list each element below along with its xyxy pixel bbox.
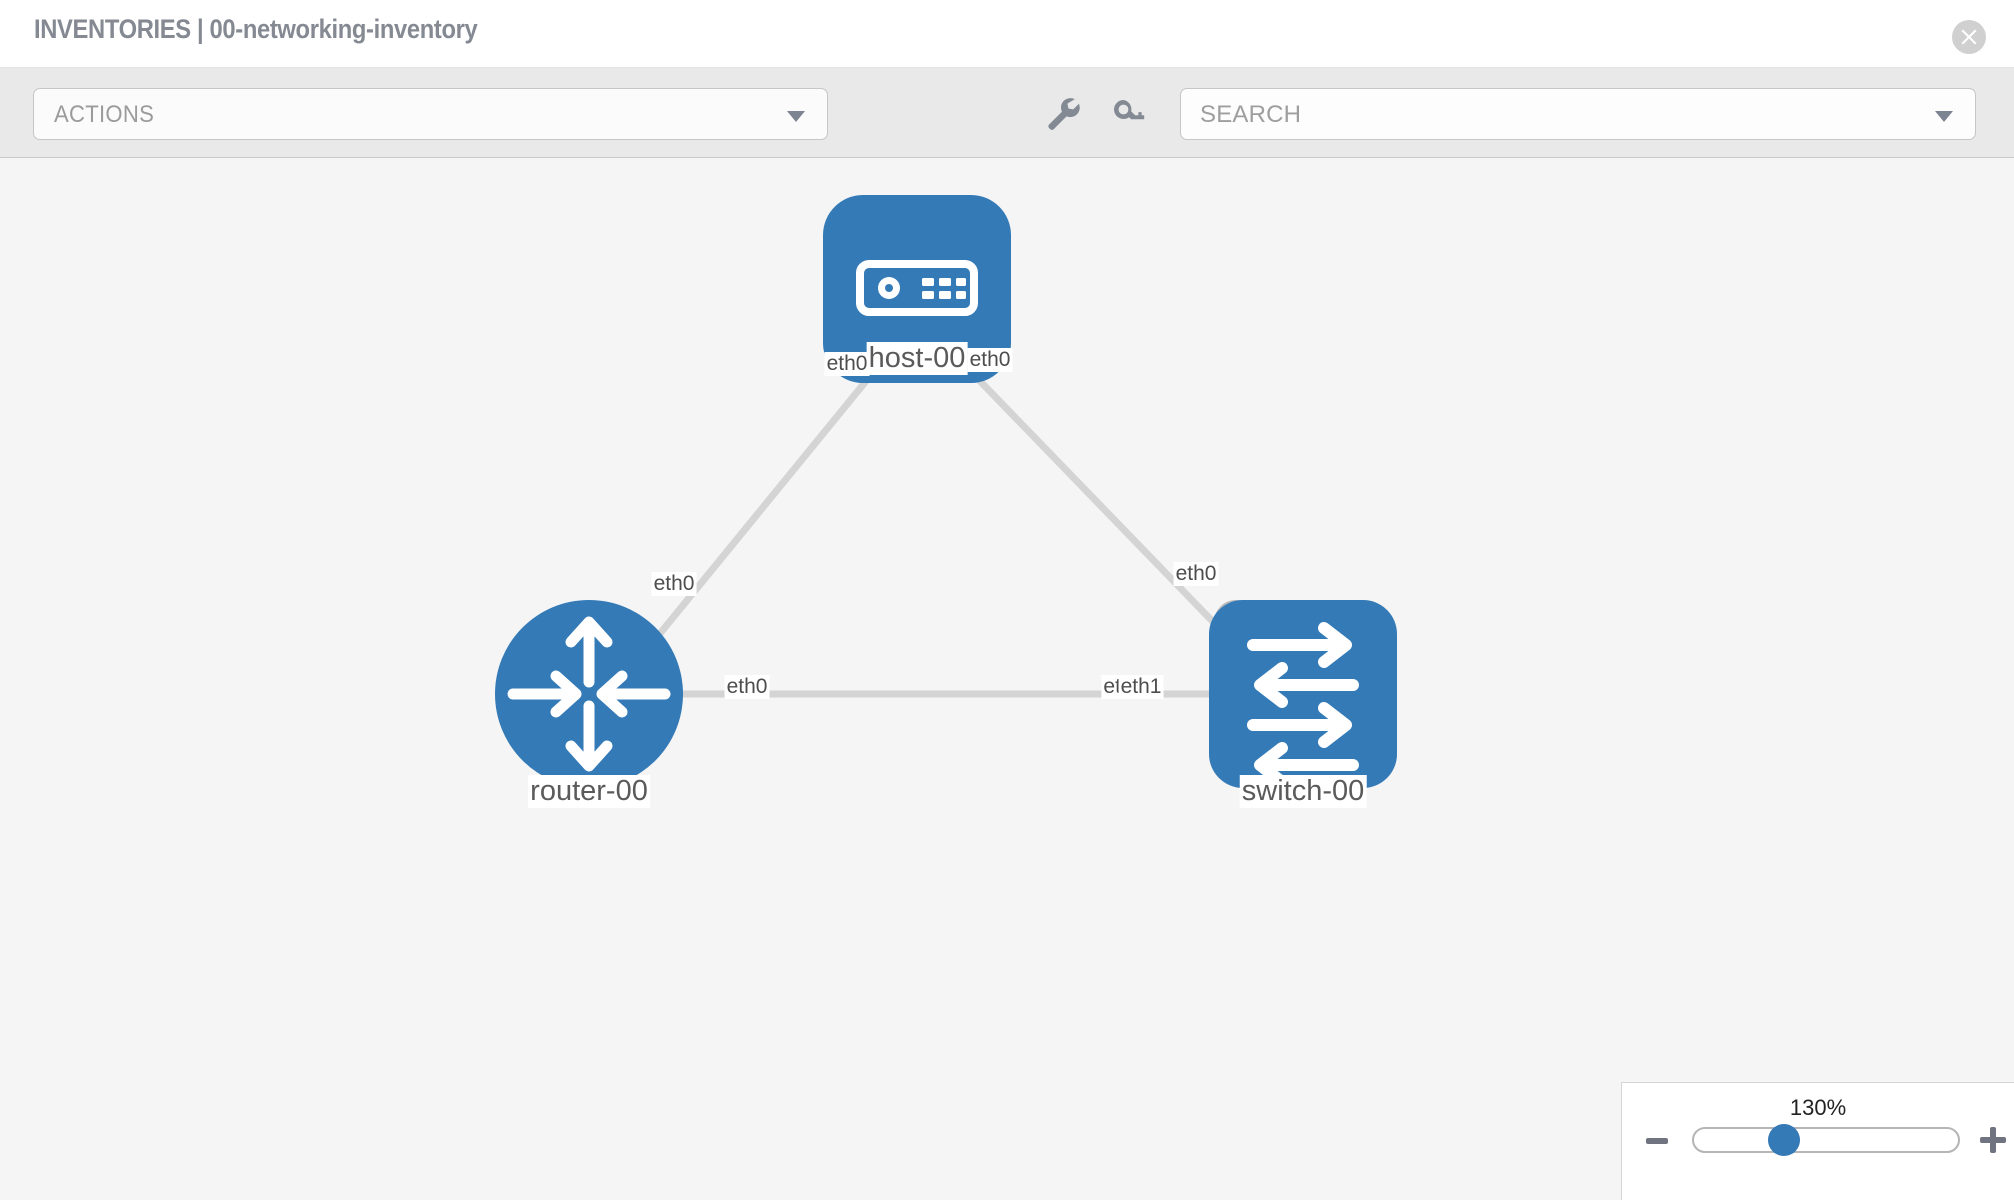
actions-dropdown-label: ACTIONS	[54, 101, 155, 128]
toolbar: ACTIONS SEARCH	[0, 68, 2014, 158]
topology-node-router-00[interactable]	[495, 600, 683, 788]
interface-label: eth0	[824, 352, 870, 376]
zoom-slider[interactable]	[1692, 1127, 1960, 1153]
node-label-switch-00: switch-00	[1239, 775, 1367, 808]
wrench-icon[interactable]	[1044, 96, 1084, 134]
search-placeholder: SEARCH	[1200, 101, 1302, 128]
actions-dropdown[interactable]: ACTIONS	[33, 88, 828, 140]
node-label-router-00: router-00	[528, 775, 650, 808]
interface-label: eth0	[1173, 562, 1219, 586]
interface-label: eth0	[724, 675, 770, 699]
zoom-slider-thumb[interactable]	[1768, 1124, 1800, 1156]
chevron-down-icon	[1935, 111, 1953, 122]
zoom-level-value: 130%	[1789, 1095, 1847, 1120]
interface-label: eth0	[967, 348, 1013, 372]
zoom-control-panel: 130%	[1621, 1082, 2014, 1200]
link-host00-switch00	[945, 345, 1251, 661]
server-icon	[856, 260, 978, 316]
chevron-down-icon	[787, 111, 805, 122]
interface-label: eth1	[1118, 675, 1164, 699]
router-arrows-icon	[507, 616, 671, 772]
link-host00-router00	[637, 345, 896, 661]
key-icon[interactable]	[1110, 96, 1150, 134]
topology-graph	[495, 195, 1397, 788]
topology-links	[637, 345, 1251, 698]
topology-canvas[interactable]: eth0 eth0 eth0 eth0 eth0 eth eth1 host-0…	[0, 158, 2014, 1200]
topology-node-host-00[interactable]	[823, 195, 1011, 383]
interface-label: eth0	[651, 572, 697, 596]
topology-node-switch-00[interactable]	[1209, 600, 1397, 788]
close-icon[interactable]	[1952, 20, 1986, 54]
page-header: INVENTORIES | 00-networking-inventory	[0, 0, 2014, 68]
search-input[interactable]: SEARCH	[1180, 88, 1976, 140]
node-label-host-00: host-00	[866, 342, 968, 375]
plus-icon[interactable]	[1980, 1127, 2006, 1153]
minus-icon[interactable]	[1646, 1138, 1668, 1144]
page-title: INVENTORIES | 00-networking-inventory	[34, 14, 478, 44]
